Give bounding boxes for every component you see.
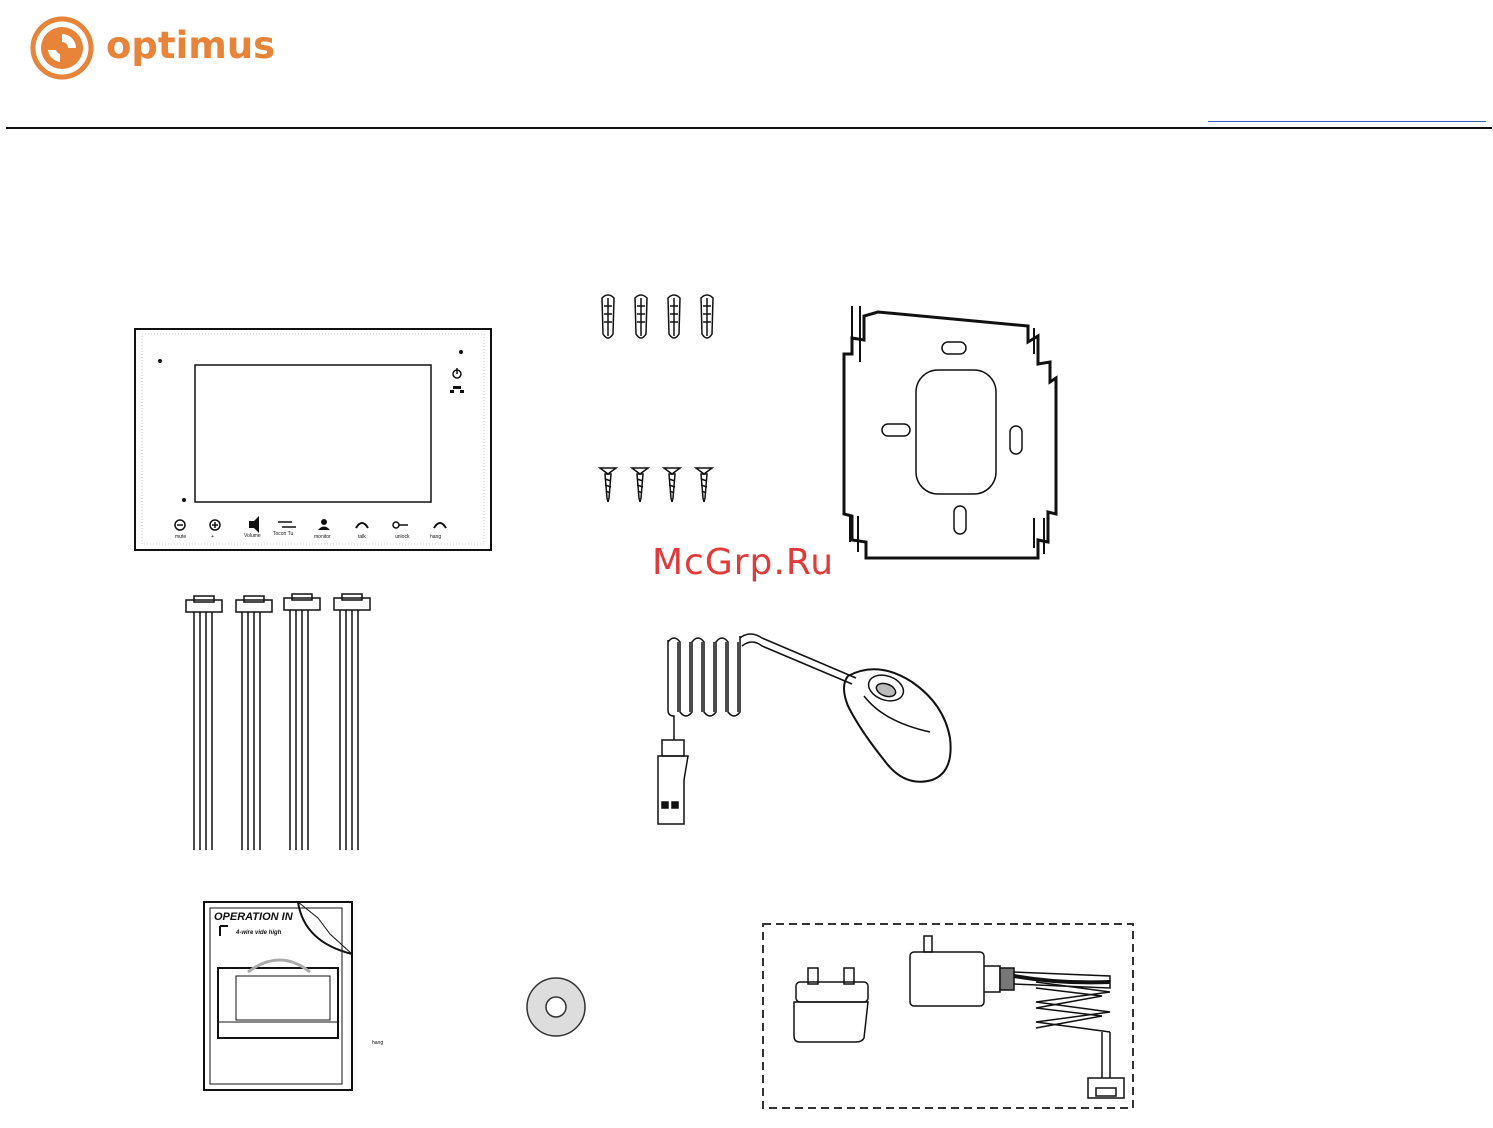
svg-text:mute: mute [175, 534, 186, 540]
svg-text:unlock: unlock [395, 534, 410, 540]
operation-manual-illustration: OPERATION IN 4-wire vide high hang [200, 898, 400, 1094]
mounting-bracket-illustration [838, 302, 1078, 564]
header-divider [6, 127, 1492, 129]
wall-plugs-illustration [596, 292, 736, 348]
svg-text:4-wire vide high: 4-wire vide high [235, 930, 282, 936]
svg-text:monitor: monitor [314, 534, 331, 540]
disc-illustration [524, 976, 588, 1040]
screws-illustration [596, 462, 736, 508]
watermark-text: McGrp.Ru [652, 542, 834, 583]
manual-title: OPERATION IN [214, 911, 294, 923]
usb-mouse-illustration [638, 630, 958, 830]
svg-text:talk: talk [358, 534, 366, 540]
svg-text:hang: hang [430, 534, 441, 540]
power-adapter-illustration [760, 922, 1136, 1110]
header-link-underline[interactable] [1208, 121, 1486, 122]
connection-cables-illustration [184, 594, 384, 850]
monitor-label-volume: Volume [244, 533, 261, 539]
svg-text:hang: hang [372, 1040, 383, 1046]
indoor-monitor-illustration: mute + Volume Tocon Tu monitor talk unlock h… [134, 328, 494, 554]
brand-name: optimus [106, 24, 275, 67]
monitor-label-2: Tocon Tu [273, 531, 294, 537]
monitor-button-row [175, 516, 446, 533]
svg-text:+: + [211, 534, 214, 540]
